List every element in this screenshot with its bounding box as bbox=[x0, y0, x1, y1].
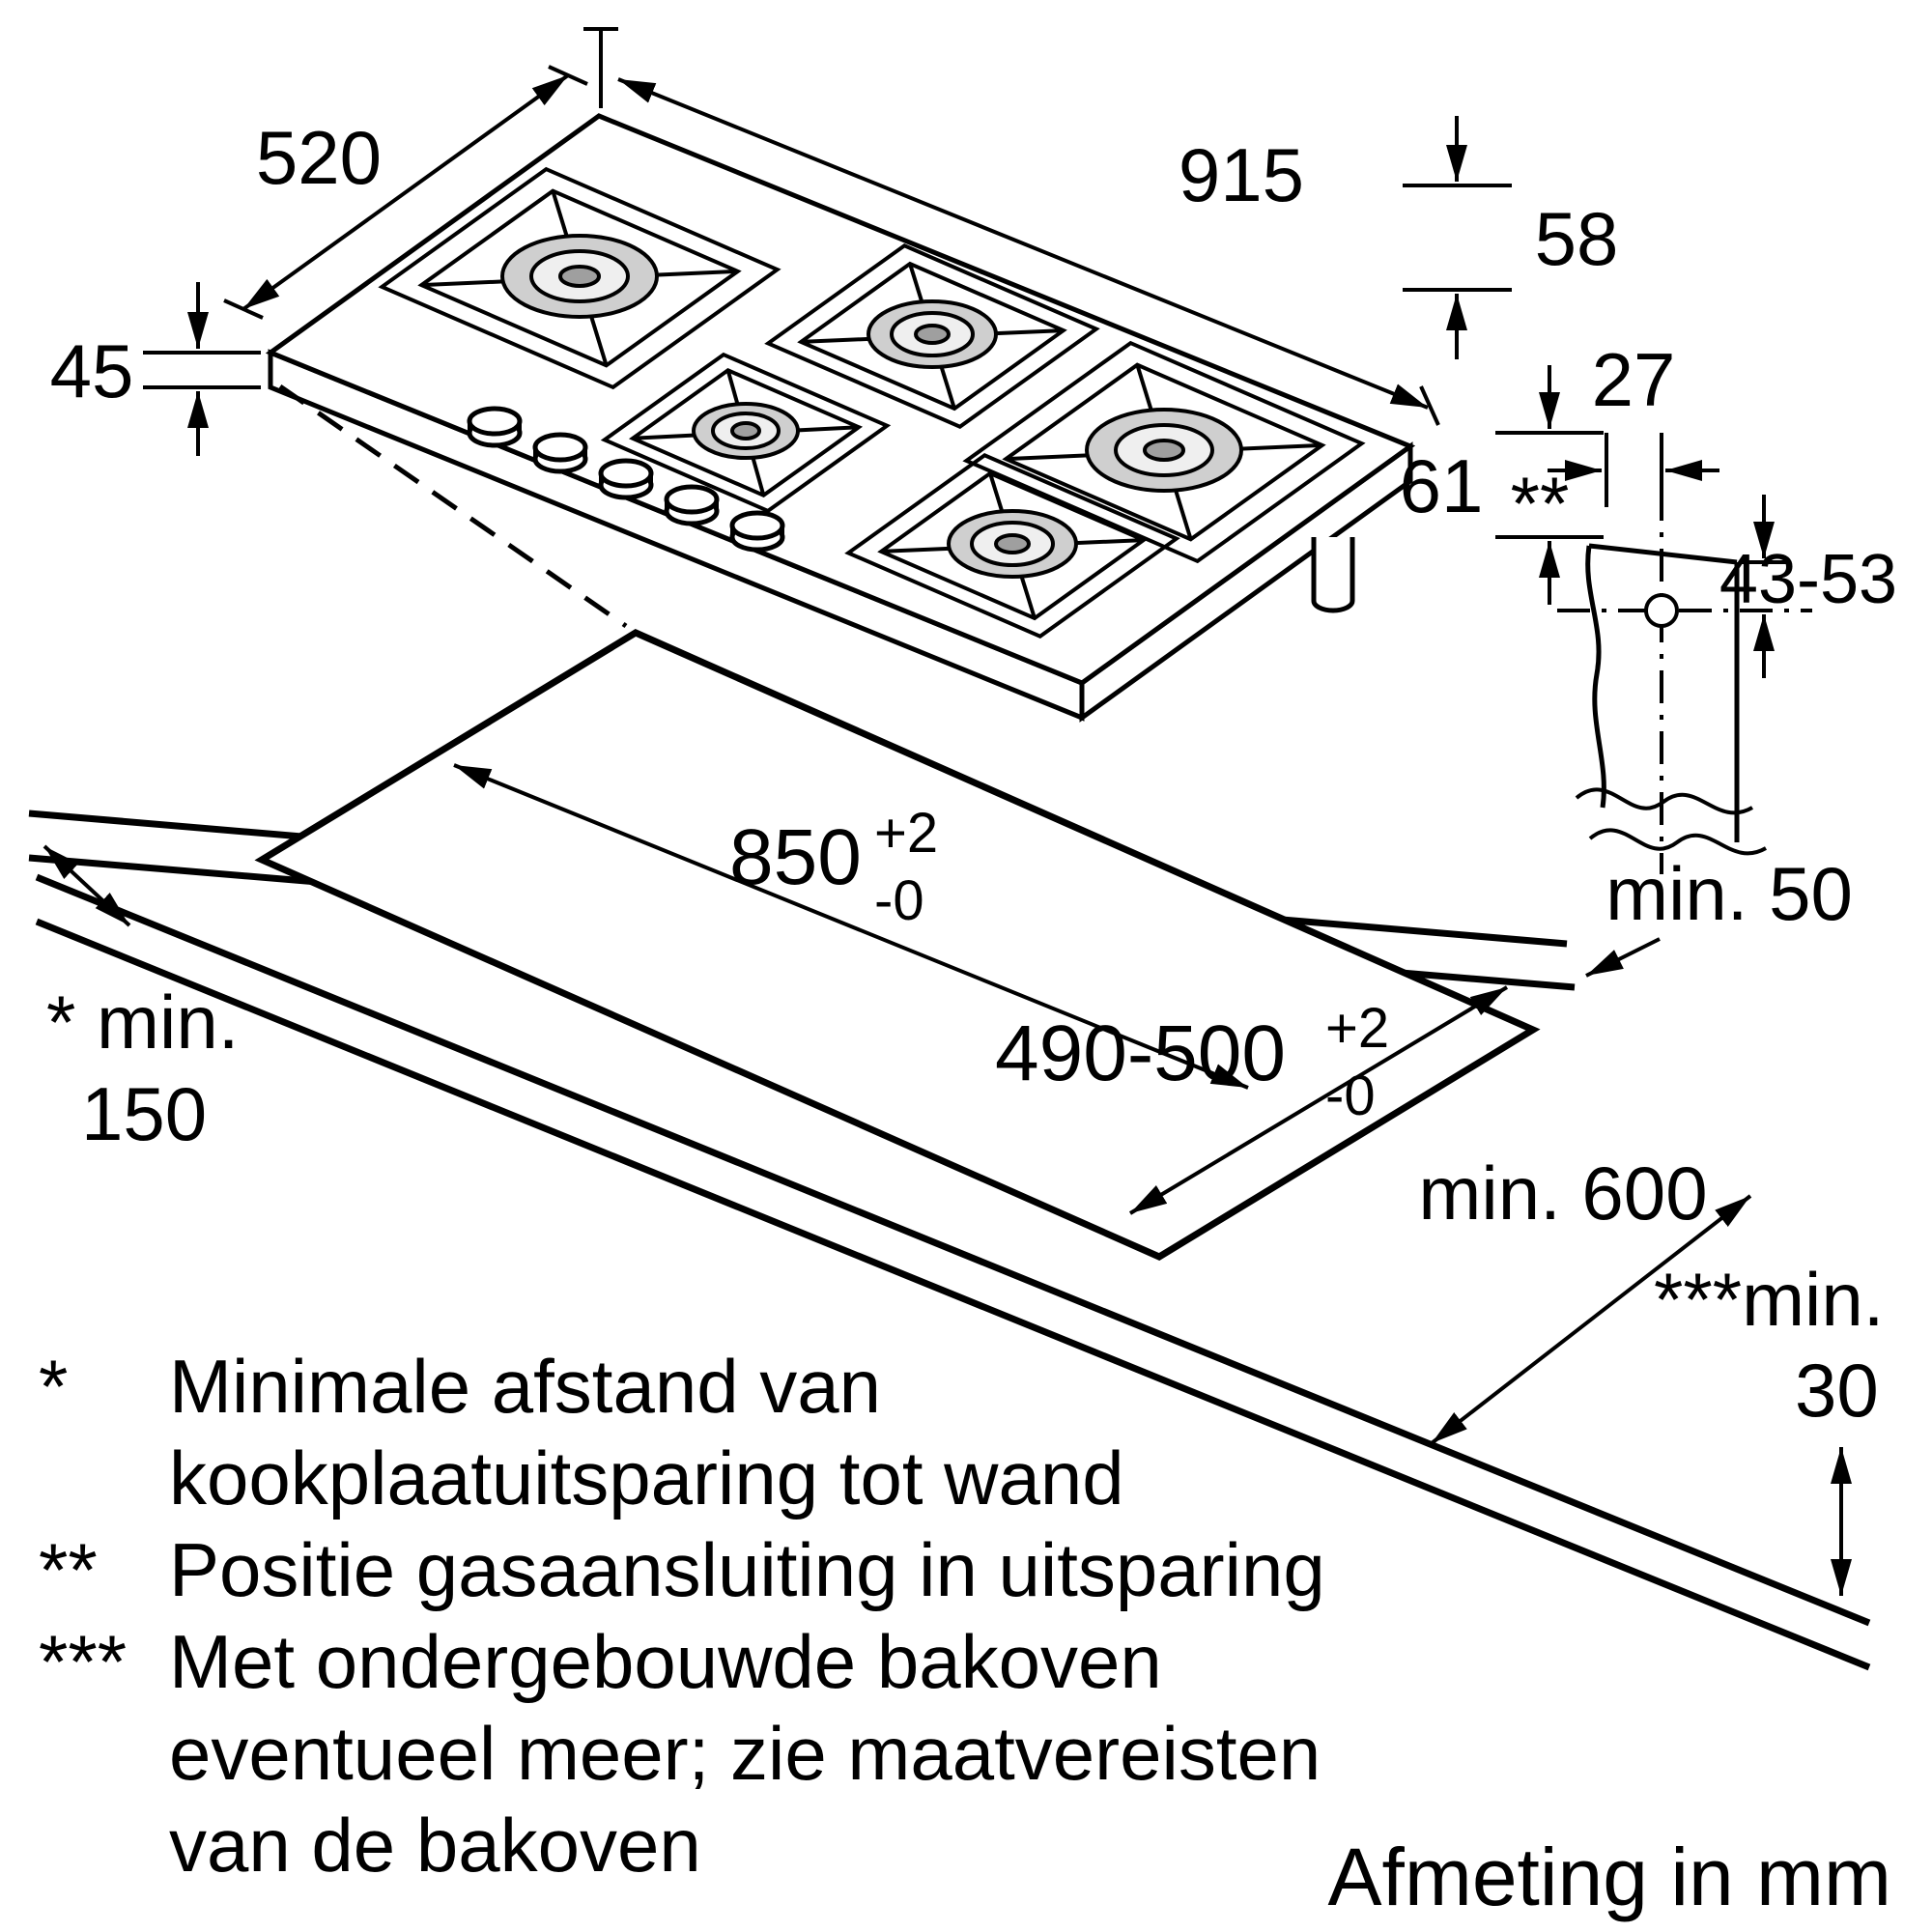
dim-min50-label: min. 50 bbox=[1605, 851, 1853, 936]
knob-5 bbox=[729, 510, 785, 553]
units-label: Afmeting in mm bbox=[1328, 1832, 1892, 1922]
dim-850-label: 850 bbox=[729, 813, 862, 901]
dim-915-label: 915 bbox=[1179, 132, 1304, 217]
dim-min150-label-2: 150 bbox=[81, 1071, 207, 1156]
dim-min600-label: min. 600 bbox=[1418, 1151, 1707, 1236]
dim-915: 915 bbox=[583, 27, 1440, 426]
dim-520: 520 bbox=[223, 65, 588, 320]
worktop-front-edge-1 bbox=[35, 873, 1871, 1627]
dim-min150-label-1: * min. bbox=[46, 980, 239, 1065]
dim-490-500-tol-minus: -0 bbox=[1325, 1065, 1376, 1127]
detail-left-edge bbox=[1585, 545, 1606, 809]
dim-43-53-label: 43-53 bbox=[1719, 541, 1897, 618]
footnote-1-line-1: Minimale afstand van bbox=[169, 1344, 881, 1429]
footnote-1-line-2: kookplaatuitsparing tot wand bbox=[169, 1435, 1124, 1520]
break-line-2 bbox=[1588, 828, 1767, 856]
dim-min30-label-1: ***min. bbox=[1654, 1257, 1884, 1342]
dim-61: 61 bbox=[1400, 365, 1604, 605]
dim-27: 27 bbox=[1548, 337, 1719, 507]
dim-27-label: 27 bbox=[1592, 337, 1676, 422]
footnote-3-line-2: eventueel meer; zie maatvereisten bbox=[169, 1711, 1321, 1796]
dim-490-500: 490-500 +2 -0 bbox=[995, 985, 1509, 1215]
knob-1 bbox=[467, 406, 523, 448]
dim-min150: * min. 150 bbox=[43, 844, 239, 1156]
gas-pipe bbox=[1311, 537, 1355, 613]
worktop-front-edge-2 bbox=[35, 918, 1871, 1671]
dim-850: 850 +2 -0 bbox=[453, 763, 1249, 1090]
gas-connection-detail: ** bbox=[1511, 461, 1812, 874]
footnote-2-line-1: Positie gasaansluiting in uitsparing bbox=[169, 1527, 1325, 1612]
footnote-3-marker: *** bbox=[39, 1619, 127, 1704]
knob-4 bbox=[664, 484, 720, 526]
projection-dashed-line bbox=[278, 384, 628, 629]
dim-45: 45 bbox=[50, 282, 261, 456]
dim-58: 58 bbox=[1403, 116, 1618, 359]
dim-min50: min. 50 bbox=[1585, 851, 1853, 978]
dim-min30: ***min. 30 bbox=[1654, 1257, 1884, 1596]
gas-hole bbox=[1644, 593, 1679, 628]
knob-2 bbox=[532, 432, 588, 474]
dim-520-label: 520 bbox=[256, 115, 382, 200]
dim-43-53: 43-53 bbox=[1719, 495, 1897, 678]
control-knobs bbox=[467, 406, 785, 553]
dim-58-label: 58 bbox=[1535, 196, 1619, 281]
footnote-3-line-3: van de bakoven bbox=[169, 1803, 701, 1888]
dim-min600: min. 600 bbox=[1418, 1151, 1752, 1445]
dim-850-tol-minus: -0 bbox=[874, 869, 924, 932]
dim-61-label: 61 bbox=[1400, 443, 1484, 528]
dim-490-500-tol-plus: +2 bbox=[1325, 997, 1389, 1060]
dim-min30-label-2: 30 bbox=[1795, 1348, 1879, 1433]
dim-490-500-label: 490-500 bbox=[995, 1009, 1286, 1097]
footnote-3-line-1: Met ondergebouwde bakoven bbox=[169, 1619, 1162, 1704]
footnote-2-marker: ** bbox=[39, 1527, 98, 1612]
dim-850-tol-plus: +2 bbox=[874, 802, 938, 865]
gas-position-marker: ** bbox=[1511, 461, 1570, 546]
knob-3 bbox=[598, 458, 654, 500]
dim-45-label: 45 bbox=[50, 328, 134, 413]
footnotes: * Minimale afstand van kookplaatuitspari… bbox=[39, 1344, 1325, 1888]
footnote-1-marker: * bbox=[39, 1344, 68, 1429]
